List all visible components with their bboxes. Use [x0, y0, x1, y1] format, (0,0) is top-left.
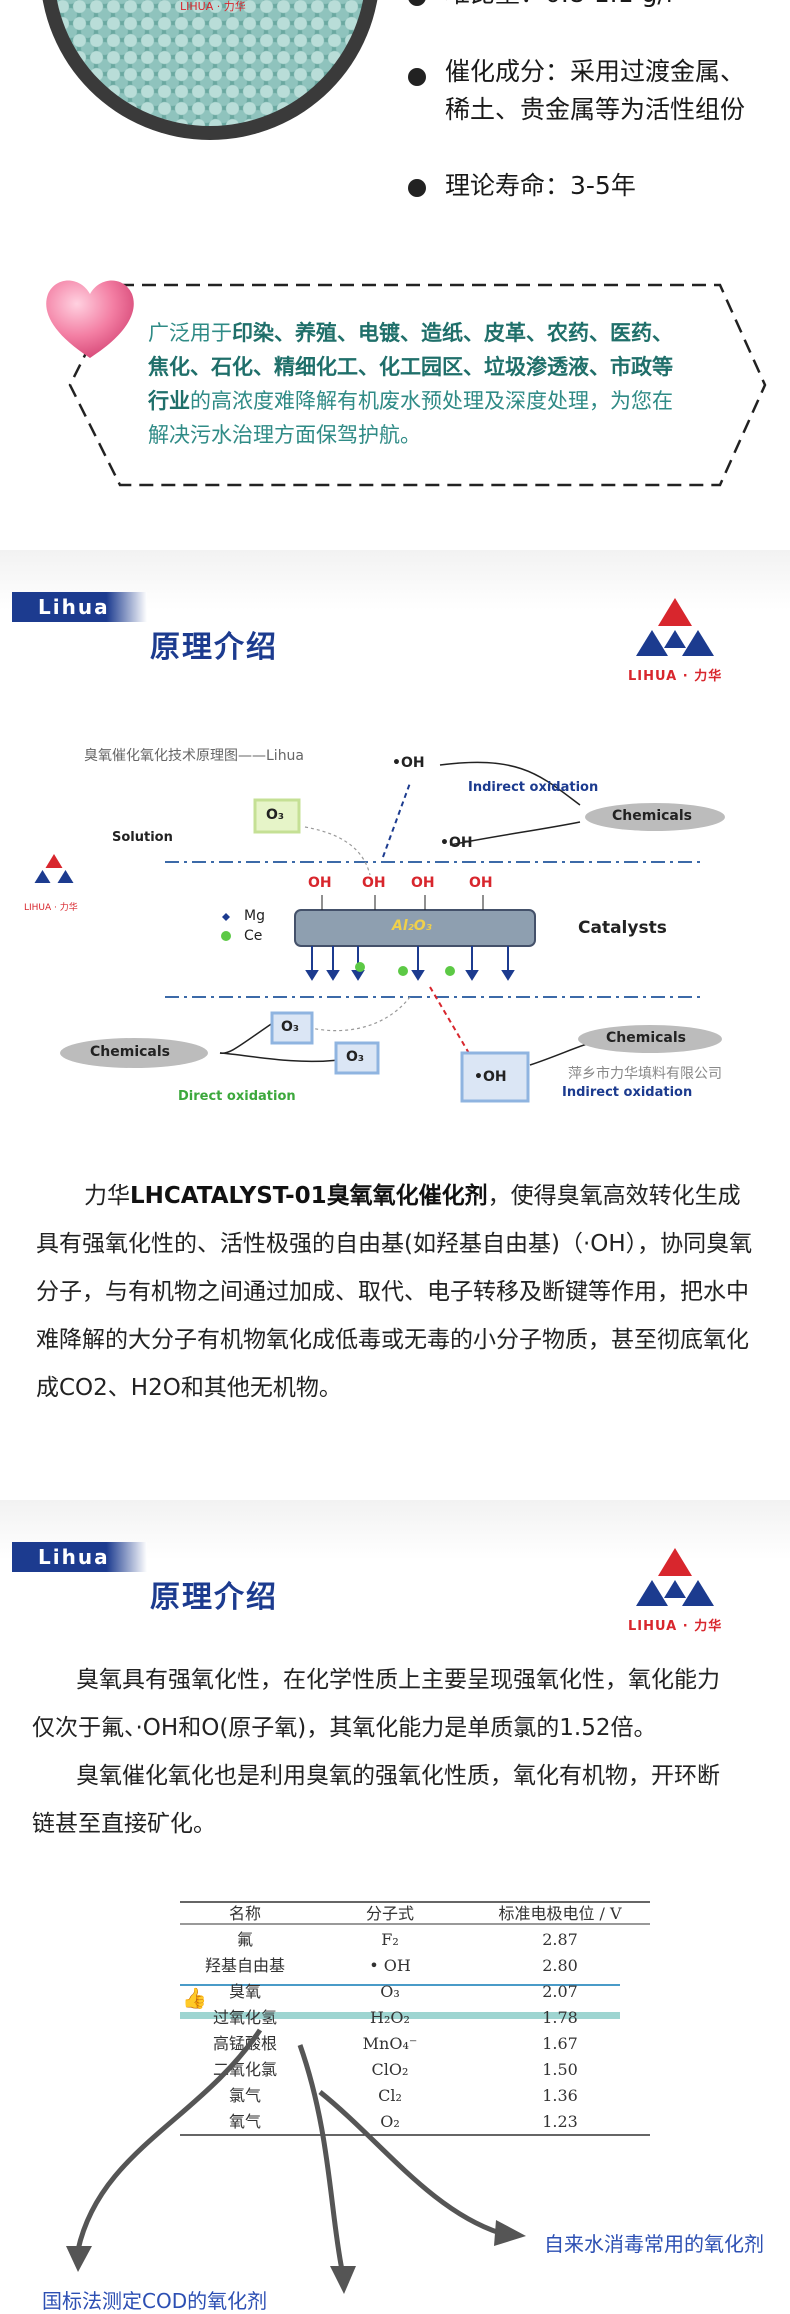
table-cell: 1.50 [542, 2060, 578, 2079]
table-cell: 1.67 [542, 2034, 578, 2053]
disinfectant-caption: 自来水消毒常用的氧化剂 [544, 2232, 764, 2256]
section-title: 原理介绍 [150, 630, 278, 665]
table-cell: F₂ [381, 1930, 399, 1949]
hexagon-frame [68, 283, 767, 487]
banner-text-1: 广泛用于 [148, 321, 232, 345]
table-cell: 臭氧 [228, 1982, 261, 2001]
industries-banner-text: 广泛用于印染、养殖、电镀、造纸、皮革、农药、医药、焦化、石化、精细化工、化工园区… [148, 316, 688, 452]
spec-lifetime: 理论寿命：3-5年 [445, 171, 636, 200]
table-cell: 过氧化氢 [212, 2008, 277, 2027]
annotation-arrows [66, 2028, 526, 2294]
section1-paragraph: 力华LHCATALYST-01臭氧氧化催化剂，使得臭氧高效转化生成具有强氧化性的… [36, 1172, 756, 1412]
table-cell: 2.07 [542, 1982, 578, 2001]
chemicals-label: Chemicals [612, 808, 693, 824]
oh-group: OH [411, 875, 435, 891]
table-cell: O₂ [380, 2112, 400, 2131]
catalyst-pellets-image: LIHUA · 力华 [40, 0, 380, 140]
indirect-oxidation-low: Indirect oxidation [562, 1085, 693, 1100]
table-cell: MnO₄⁻ [362, 2034, 418, 2053]
logo-text: LIHUA · 力华 [628, 1619, 723, 1634]
company-watermark: 萍乡市力华填料有限公司 [568, 1066, 722, 1082]
logo-text: LIHUA · 力华 [628, 669, 723, 684]
section-title: 原理介绍 [150, 1580, 278, 1615]
mg-legend: Mg [244, 908, 265, 924]
table-cell: 氯气 [228, 2086, 261, 2105]
table-cell: 1.78 [542, 2008, 578, 2027]
table-column-potential: 标准电极电位 / V 2.87 2.80 2.07 1.78 1.67 1.50… [470, 1900, 650, 2135]
oh-radical-mid: •OH [440, 835, 473, 851]
table-cell: 1.36 [542, 2086, 578, 2105]
oh-radical-top: •OH [392, 755, 425, 771]
bullet-dot [408, 179, 426, 197]
ce-legend: Ce [244, 928, 263, 944]
table-cell: Cl₂ [378, 2086, 402, 2105]
catalysts-label: Catalysts [578, 918, 667, 938]
bullet-dot [408, 0, 426, 6]
table-cell: ClO₂ [371, 2060, 409, 2079]
table-header: 标准电极电位 / V [498, 1904, 622, 1923]
al2o3-label: Al₂O₃ [392, 918, 432, 934]
table-cell: H₂O₂ [370, 2008, 410, 2027]
section-tag: Lihua [12, 1542, 147, 1572]
indirect-oxidation-top: Indirect oxidation [468, 780, 599, 795]
oh-group: OH [308, 875, 332, 891]
table-cell: O₃ [380, 1982, 400, 2001]
o3-low-label: O₃ [281, 1019, 300, 1035]
lihua-logo-icon [636, 598, 714, 656]
oh-group: OH [469, 875, 493, 891]
thumbs-up-icon: 👍 [182, 1986, 207, 2010]
table-cell: 羟基自由基 [204, 1956, 285, 1975]
spec-components: 催化成分：采用过渡金属、 [445, 57, 746, 86]
ozone-catalysis-diagram: 臭氧催化氧化技术原理图——Lihua [0, 735, 790, 1135]
o3-low-label: O₃ [346, 1049, 365, 1065]
banner-text-3: 的高浓度难降解有机废水预处理及深度处理，为您在解决污水治理方面保驾护航。 [148, 389, 673, 447]
bullet-dot [408, 68, 426, 86]
product-name: LHCATALYST-01臭氧氧化催化剂 [130, 1183, 488, 1209]
section-principle-1 [0, 550, 790, 1450]
table-header: 分子式 [365, 1904, 414, 1923]
table-column-name: 名称 氟 羟基自由基 臭氧 过氧化氢 高锰酸根 二氧化氯 氯气 氧气 [180, 1900, 310, 2135]
solution-label: Solution [112, 830, 173, 845]
table-header: 名称 [228, 1904, 261, 1923]
table-cell: 氧气 [228, 2112, 261, 2131]
table-cell: 二氧化氯 [212, 2060, 277, 2079]
table-column-formula: 分子式 F₂ • OH O₃ H₂O₂ MnO₄⁻ ClO₂ Cl₂ O₂ [330, 1900, 450, 2135]
heart-icon [46, 280, 134, 358]
table-cell: • OH [369, 1956, 411, 1975]
table-cell: 高锰酸根 [212, 2034, 277, 2053]
ozone-catalysis-paragraph: 臭氧催化氧化也是利用臭氧的强氧化性质，氧化有机物，开环断链甚至直接矿化。 [32, 1763, 720, 1837]
table-cell: 2.87 [542, 1930, 578, 1949]
banner-text-bold: 印染、养殖、电镀、造纸、皮革、农药、医药、焦化、石化、精细化工、化工园区、垃圾渗… [148, 321, 673, 413]
lihua-logo-icon [636, 1548, 714, 1606]
diagram-caption: 臭氧催化氧化技术原理图——Lihua [84, 748, 305, 764]
ozone-intro-paragraph: 臭氧具有强氧化性，在化学性质上主要呈现强氧化性，氧化能力仅次于氟、·OH和O(原… [32, 1667, 720, 1741]
section-principle-2 [0, 1500, 790, 2298]
chemicals-low-label: Chemicals [606, 1030, 687, 1046]
para-rest: ，使得臭氧高效转化生成具有强氧化性的、活性极强的自由基(如羟基自由基)（·OH）… [36, 1183, 753, 1401]
spec-components-line2: 稀土、贵金属等为活性组份 [445, 95, 746, 124]
small-logo-icon [34, 854, 74, 883]
oh-radical-low: •OH [474, 1069, 507, 1085]
oh-group: OH [362, 875, 386, 891]
pellet-stamp: LIHUA · 力华 [180, 0, 246, 13]
chemicals-left-label: Chemicals [90, 1044, 171, 1060]
direct-oxidation-label: Direct oxidation [178, 1089, 296, 1104]
section-tag: Lihua [12, 592, 147, 622]
o3-label: O₃ [266, 807, 285, 823]
table-cell: 1.23 [542, 2112, 578, 2131]
table-cell: 2.80 [542, 1956, 578, 1975]
cod-oxidant-caption: 国标法测定COD的氧化剂 [42, 2289, 268, 2313]
para-prefix: 力华 [84, 1183, 130, 1209]
small-logo-text: LIHUA · 力华 [24, 903, 78, 913]
electrode-potential-table: 名称 氟 羟基自由基 臭氧 过氧化氢 高锰酸根 二氧化氯 氯气 氧气 分子式 F… [180, 1900, 650, 2140]
table-cell: 氟 [236, 1930, 253, 1949]
spec-density: 堆比重：0.8-1.1 g/l [445, 0, 673, 12]
